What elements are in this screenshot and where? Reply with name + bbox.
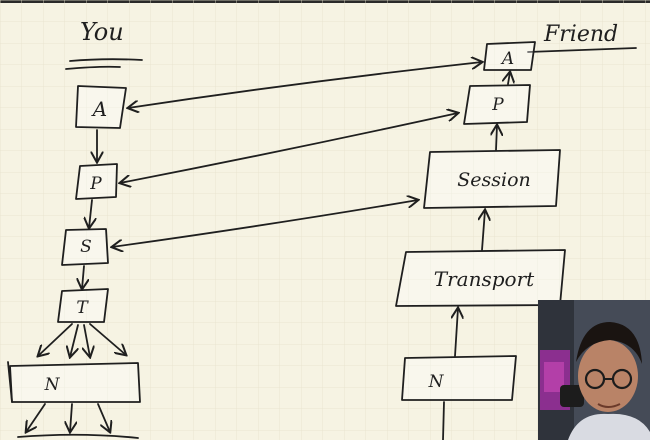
left-layer-n: N — [7, 361, 141, 403]
left-layer-s: S — [61, 228, 109, 266]
left-stack-arrows — [26, 129, 126, 432]
left-bottom-box-edge — [17, 433, 139, 439]
left-layer-p: P — [75, 163, 118, 200]
peer-arrows — [112, 62, 482, 247]
svg-text:Session: Session — [457, 169, 531, 191]
left-layer-a: A — [75, 85, 127, 129]
header-you: You — [65, 18, 143, 70]
webcam-overlay — [538, 300, 650, 440]
right-layer-transport: Transport — [395, 249, 566, 307]
right-layer-n: N — [401, 355, 517, 401]
right-layer-a: A — [483, 41, 536, 71]
svg-text:P: P — [491, 95, 504, 115]
svg-text:You: You — [80, 18, 124, 46]
header-friend: Friend — [527, 22, 637, 53]
presenter-video — [538, 300, 650, 440]
svg-text:P: P — [89, 174, 102, 194]
svg-text:S: S — [80, 237, 92, 257]
right-layer-p: P — [463, 84, 531, 125]
left-layer-t: T — [57, 288, 109, 323]
svg-text:N: N — [428, 372, 445, 392]
right-stack-arrows — [442, 72, 510, 440]
svg-text:N: N — [44, 375, 61, 395]
svg-text:A: A — [91, 97, 107, 121]
right-layer-session: Session — [423, 149, 561, 209]
svg-text:A: A — [500, 49, 514, 69]
svg-text:T: T — [76, 298, 89, 318]
svg-text:Transport: Transport — [434, 267, 535, 291]
svg-text:Friend: Friend — [543, 22, 618, 47]
